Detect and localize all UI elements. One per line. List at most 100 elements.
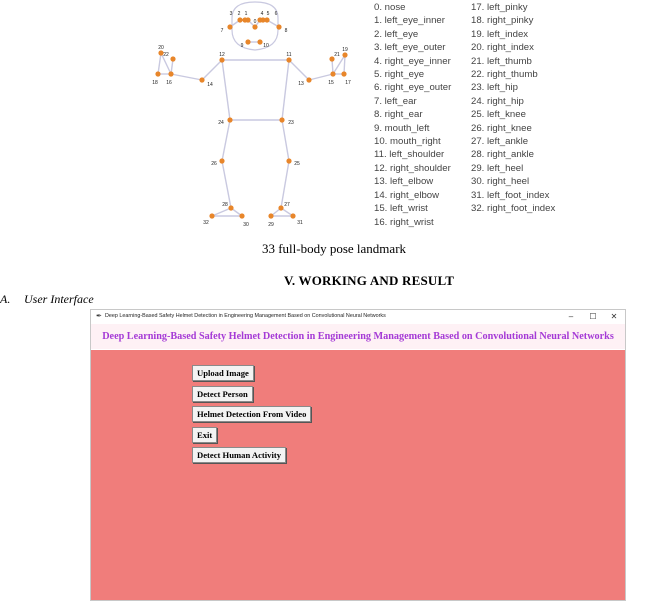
exit-button[interactable]: Exit [192,427,218,443]
landmark-point-label: 7 [221,28,224,34]
landmark-point-label: 25 [294,161,300,167]
landmark-list-item: 7. left_ear [374,95,417,107]
skeleton-connection [160,52,172,75]
landmark-list-item: 26. right_knee [471,122,532,134]
landmark-point-label: 3 [230,11,233,17]
landmark-point [268,213,274,219]
skeleton-connection [221,59,231,121]
landmark-list-item: 8. right_ear [374,109,423,121]
landmark-point-label: 4 [261,11,264,17]
landmark-point [209,213,215,219]
landmark-list-item: 14. right_elbow [374,189,440,201]
landmark-point-label: 28 [222,202,228,208]
landmark-point [278,205,284,211]
landmark-list-item: 32. right_foot_index [471,203,556,215]
landmark-list-item: 9. mouth_left [374,122,430,134]
landmark-point [257,39,263,45]
landmark-point-label: 17 [345,80,351,86]
skeleton-connection [211,207,232,217]
landmark-point-label: 30 [243,222,249,228]
landmark-point [227,117,233,123]
skeleton-connection [170,73,203,81]
landmark-point [286,57,292,63]
landmark-point-label: 9 [241,43,244,49]
subsection-title: User Interface [24,292,94,306]
landmark-point [170,56,176,62]
detect-human-activity-button[interactable]: Detect Human Activity [192,447,287,463]
landmark-list-item: 22. right_thumb [471,69,538,81]
landmark-point-label: 6 [275,11,278,17]
skeleton-connection [157,52,162,75]
skeleton-connection [308,73,334,81]
landmark-point [260,17,266,23]
landmark-list-item: 4. right_eye_inner [374,55,451,67]
landmark-point-label: 27 [284,202,290,208]
landmark-point-label: 11 [286,52,291,58]
skeleton-connection [221,160,232,209]
landmark-point-label: 29 [268,222,274,228]
landmark-point [155,71,161,77]
landmark-list-item: 23. left_hip [471,82,518,94]
skeleton-connection [201,59,223,81]
landmark-list-item: 3. left_eye_outer [374,42,446,54]
landmark-point-label: 23 [288,120,294,126]
landmark-list-item: 20. right_index [471,42,534,54]
landmark-point-label: 26 [211,161,217,167]
landmark-point-label: 24 [218,120,224,126]
close-button[interactable]: ✕ [610,312,618,321]
landmark-list-item: 11. left_shoulder [374,149,445,161]
maximize-button[interactable]: ☐ [589,312,597,321]
app-header-title: Deep Learning-Based Safety Helmet Detect… [102,331,614,342]
landmark-point-label: 12 [219,52,225,58]
upload-image-button[interactable]: Upload Image [192,365,254,381]
landmark-point-label: 13 [298,81,304,87]
skeleton-connection [280,160,290,209]
landmark-list-item: 19. left_index [471,28,529,40]
subsection-number: A. [0,292,11,306]
section-heading: V. WORKING AND RESULT [283,273,455,288]
landmark-point-label: 2 [238,11,241,17]
landmark-point-label: 21 [334,52,340,58]
landmark-point-label: 18 [152,80,158,86]
app-window: ✒ Deep Learning-Based Safety Helmet Dete… [90,309,626,601]
title-bar: ✒ Deep Learning-Based Safety Helmet Dete… [91,310,625,324]
landmark-list-item: 16. right_wrist [374,216,434,228]
landmark-point-label: 20 [158,45,164,51]
landmark-point-label: 31 [297,220,303,226]
landmark-list-item: 17. left_pinky [471,2,528,13]
landmark-list-item: 31. left_foot_index [471,189,550,201]
landmark-list-item: 29. left_heel [471,162,524,174]
landmark-point-label: 8 [285,28,288,34]
landmark-point-label: 19 [342,47,348,53]
landmark-point-label: 16 [166,80,172,86]
feather-app-icon: ✒ [96,313,102,320]
landmark-point-label: 1 [245,11,248,17]
skeleton-connection [281,119,290,162]
landmark-list-item: 5. right_eye [374,69,425,81]
figure-caption: 33 full-body pose landmark [261,241,407,256]
head-outline [231,1,279,51]
landmark-list-item: 13. left_elbow [374,176,434,188]
landmark-list-item: 0. nose [374,2,406,13]
landmark-list-item: 6. right_eye_outer [374,82,452,94]
landmark-point [276,24,282,30]
landmark-point [237,17,243,23]
helmet-detection-video-button[interactable]: Helmet Detection From Video [192,406,312,422]
minimize-button[interactable]: – [568,312,574,321]
landmark-list-item: 15. left_wrist [374,203,428,215]
app-body: Upload Image Detect Person Helmet Detect… [91,350,625,600]
landmark-list-item: 24. right_hip [471,95,524,107]
landmark-point [168,71,174,77]
landmark-point [219,158,225,164]
landmark-point [330,71,336,77]
landmark-point-label: 15 [328,80,334,86]
landmark-point-label: 0 [254,19,257,25]
landmark-point-label: 32 [203,220,209,226]
detect-person-button[interactable]: Detect Person [192,386,253,402]
landmark-point [286,158,292,164]
landmark-list-item: 27. left_ankle [471,136,529,148]
